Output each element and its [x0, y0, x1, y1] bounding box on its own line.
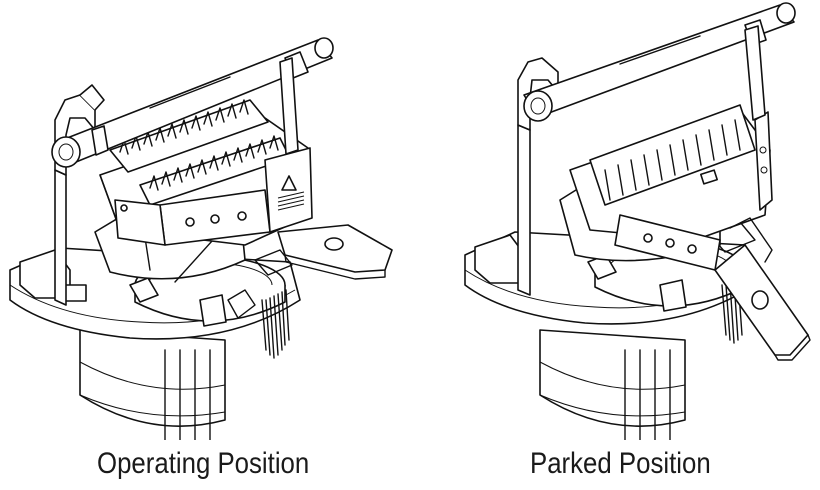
operating-position-drawing [9, 37, 393, 440]
operating-position-illustration [0, 0, 420, 440]
right-frame-post [744, 25, 766, 121]
contact-wires [227, 249, 293, 359]
extended-tab [277, 224, 393, 280]
warning-triangle-icon [281, 175, 297, 191]
front-plate [114, 189, 271, 246]
warning-panel [264, 147, 313, 233]
parked-position-illustration [420, 0, 820, 440]
left-frame-post [517, 124, 531, 296]
parked-position-caption: Parked Position [530, 447, 711, 480]
support-posts [164, 349, 211, 440]
ring-clip-left [129, 277, 159, 303]
lower-cylinder [79, 329, 226, 427]
finger-clip [699, 169, 719, 185]
parked-tab [714, 217, 811, 361]
right-frame-post [279, 57, 299, 155]
contact-fingers [589, 104, 756, 206]
operating-position-caption: Operating Position [97, 447, 310, 480]
lower-cylinder [539, 329, 686, 427]
support-posts [624, 349, 671, 440]
parked-position-drawing [464, 2, 811, 440]
ring-clip-front [199, 294, 227, 327]
ring-clip-front [659, 279, 687, 312]
left-frame-post [54, 169, 67, 306]
